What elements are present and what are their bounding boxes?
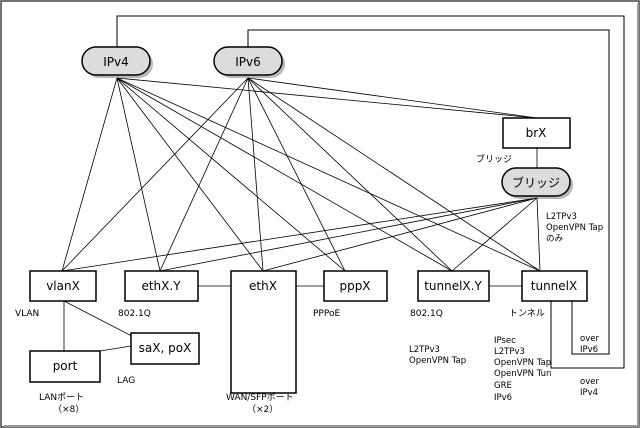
- ethx-caption: WAN/SFPポート: [226, 392, 294, 403]
- sax-caption: LAG: [117, 376, 135, 386]
- ethx-label: ethX: [249, 279, 277, 293]
- pppx-label: pppX: [339, 279, 370, 293]
- ipv6-label: IPv6: [235, 55, 261, 69]
- tunnelxy-caption: 802.1Q: [410, 309, 443, 319]
- brx-label: brX: [526, 126, 547, 140]
- vlanx-box: [29, 270, 97, 302]
- ipv4-node: IPv4: [81, 46, 153, 78]
- list-item: IPsec: [494, 336, 516, 346]
- svg-text:OpenVPN Tap: OpenVPN Tap: [409, 356, 466, 366]
- tunnelxy-box: [417, 270, 490, 302]
- connection-lines: [61, 77, 541, 352]
- svg-text:OpenVPN Tap: OpenVPN Tap: [546, 223, 603, 233]
- brx-caption: ブリッジ: [476, 153, 512, 165]
- svg-text:L2TPv3: L2TPv3: [409, 345, 440, 355]
- pppx-caption: PPPoE: [313, 309, 340, 319]
- port-box: [29, 350, 101, 383]
- over-ipv4-label: over: [580, 377, 599, 387]
- bridge-label: ブリッジ: [512, 175, 560, 190]
- port-count: （×8）: [53, 404, 84, 415]
- over-connectors: [116, 15, 625, 369]
- ethxy-label: ethX.Y: [141, 279, 181, 293]
- over-ipv6-label: over: [580, 334, 599, 344]
- ethx-box: [230, 270, 297, 394]
- over-ipv4-label: IPv4: [580, 388, 598, 398]
- ethxy-caption: 802.1Q: [118, 309, 151, 319]
- list-item: IPv6: [494, 393, 512, 403]
- over-ipv6-label: IPv6: [580, 345, 598, 355]
- brx-node: brX: [502, 117, 571, 149]
- port-label: port: [53, 359, 78, 373]
- svg-text:L2TPv3: L2TPv3: [546, 212, 577, 222]
- bridge-note: L2TPv3 OpenVPN Tap のみ: [546, 212, 603, 244]
- ipv4-label: IPv4: [103, 55, 129, 69]
- sax-box: [130, 332, 200, 365]
- sax-label: saX, poX: [139, 341, 192, 355]
- tunnelx-type-list: IPsec L2TPv3 OpenVPN Tap OpenVPN Tun GRE…: [494, 336, 551, 403]
- vlanx-label: vlanX: [46, 279, 80, 293]
- ethx-count: （×2）: [247, 404, 278, 415]
- tunnelx-caption: トンネル: [509, 308, 545, 319]
- tunnelx-box: [521, 270, 588, 302]
- ipv6-node: IPv6: [213, 46, 285, 78]
- tunnelx-label: tunnelX: [531, 279, 577, 293]
- list-item: GRE: [494, 381, 512, 391]
- list-item: L2TPv3: [494, 347, 525, 357]
- ethxy-box: [124, 270, 199, 302]
- pppx-box: [323, 270, 388, 302]
- vlanx-caption: VLAN: [15, 309, 39, 319]
- tunnelxy-note: L2TPv3 OpenVPN Tap: [409, 345, 466, 366]
- port-caption: LANポート: [39, 392, 84, 403]
- bridge-node: ブリッジ: [501, 167, 573, 199]
- list-item: OpenVPN Tap: [494, 358, 551, 368]
- list-item: OpenVPN Tun: [494, 369, 551, 379]
- svg-text:のみ: のみ: [546, 234, 564, 244]
- tunnelxy-label: tunnelX.Y: [424, 279, 482, 293]
